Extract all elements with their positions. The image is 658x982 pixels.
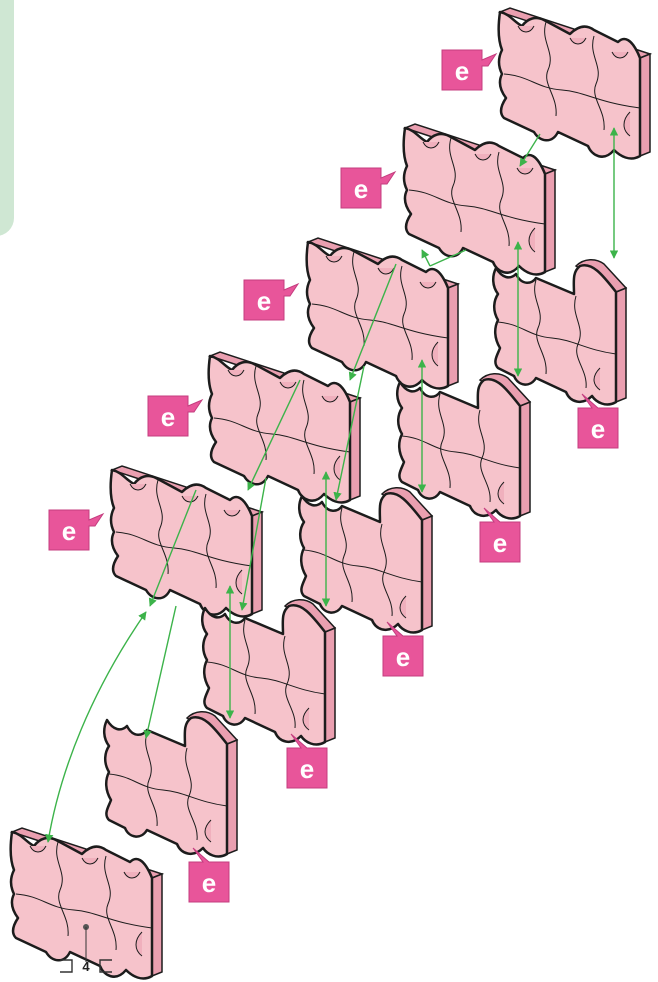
- label-e-4: e: [148, 396, 202, 436]
- flat-piece-5: [111, 466, 262, 616]
- svg-text:e: e: [396, 642, 410, 672]
- flat-piece-1: [499, 8, 650, 158]
- svg-text:e: e: [62, 516, 76, 546]
- svg-text:e: e: [354, 174, 368, 204]
- flat-piece-3: [307, 238, 458, 388]
- stepped-piece-5: [104, 712, 237, 857]
- label-e-2: e: [341, 168, 395, 208]
- svg-text:e: e: [161, 402, 175, 432]
- arrow-13: [146, 606, 176, 738]
- label-e-3: e: [244, 280, 298, 320]
- svg-text:e: e: [300, 754, 314, 784]
- label-e-5: e: [49, 510, 103, 550]
- label-e-1: e: [442, 50, 496, 90]
- svg-text:e: e: [202, 868, 216, 898]
- svg-text:e: e: [591, 414, 605, 444]
- svg-text:e: e: [455, 56, 469, 86]
- svg-text:e: e: [257, 286, 271, 316]
- svg-text:e: e: [493, 528, 507, 558]
- stepped-piece-2: [397, 374, 530, 519]
- count-label: 4: [82, 959, 90, 974]
- flat-piece-4: [209, 352, 360, 502]
